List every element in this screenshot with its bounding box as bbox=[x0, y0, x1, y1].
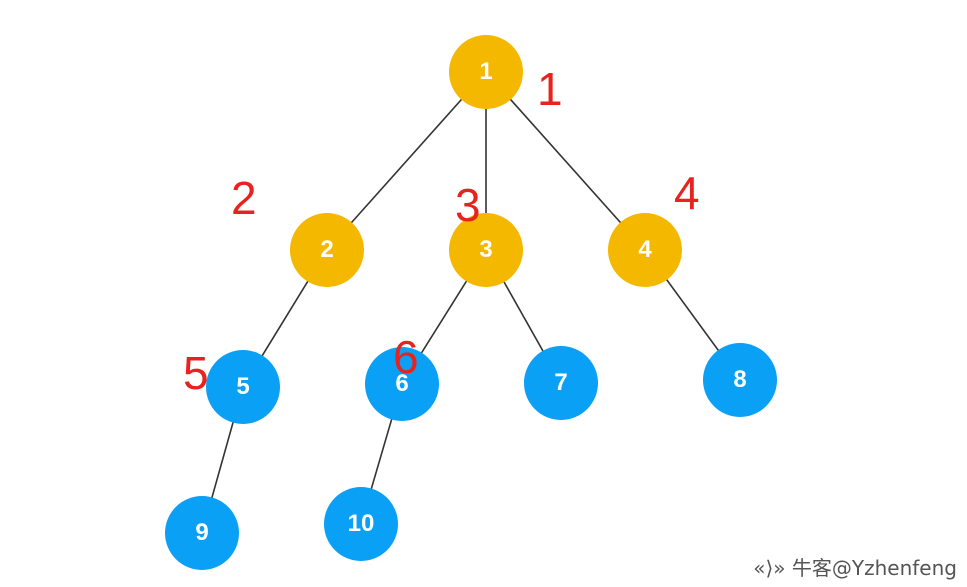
order-label-5: 5 bbox=[183, 347, 209, 399]
tree-node-4: 4 bbox=[608, 213, 682, 287]
order-label-2: 2 bbox=[231, 172, 257, 224]
tree-node-8: 8 bbox=[703, 343, 777, 417]
order-label-3: 3 bbox=[455, 179, 481, 231]
order-label-6: 6 bbox=[393, 331, 419, 383]
tree-node-1: 1 bbox=[449, 35, 523, 109]
order-label-1: 1 bbox=[537, 63, 563, 115]
tree-node-5: 5 bbox=[206, 350, 280, 424]
tree-node-10: 10 bbox=[324, 487, 398, 561]
tree-node-7: 7 bbox=[524, 346, 598, 420]
tree-node-2: 2 bbox=[290, 213, 364, 287]
edge-1-4 bbox=[485, 71, 646, 251]
tree-node-3: 3 bbox=[449, 213, 523, 287]
order-label-4: 4 bbox=[674, 167, 700, 219]
tree-node-9: 9 bbox=[165, 496, 239, 570]
watermark-text: «⟩» 牛客@Yzhenfeng bbox=[753, 556, 957, 580]
tree-node-6: 6 bbox=[365, 347, 439, 421]
edge-1-2 bbox=[326, 71, 487, 251]
